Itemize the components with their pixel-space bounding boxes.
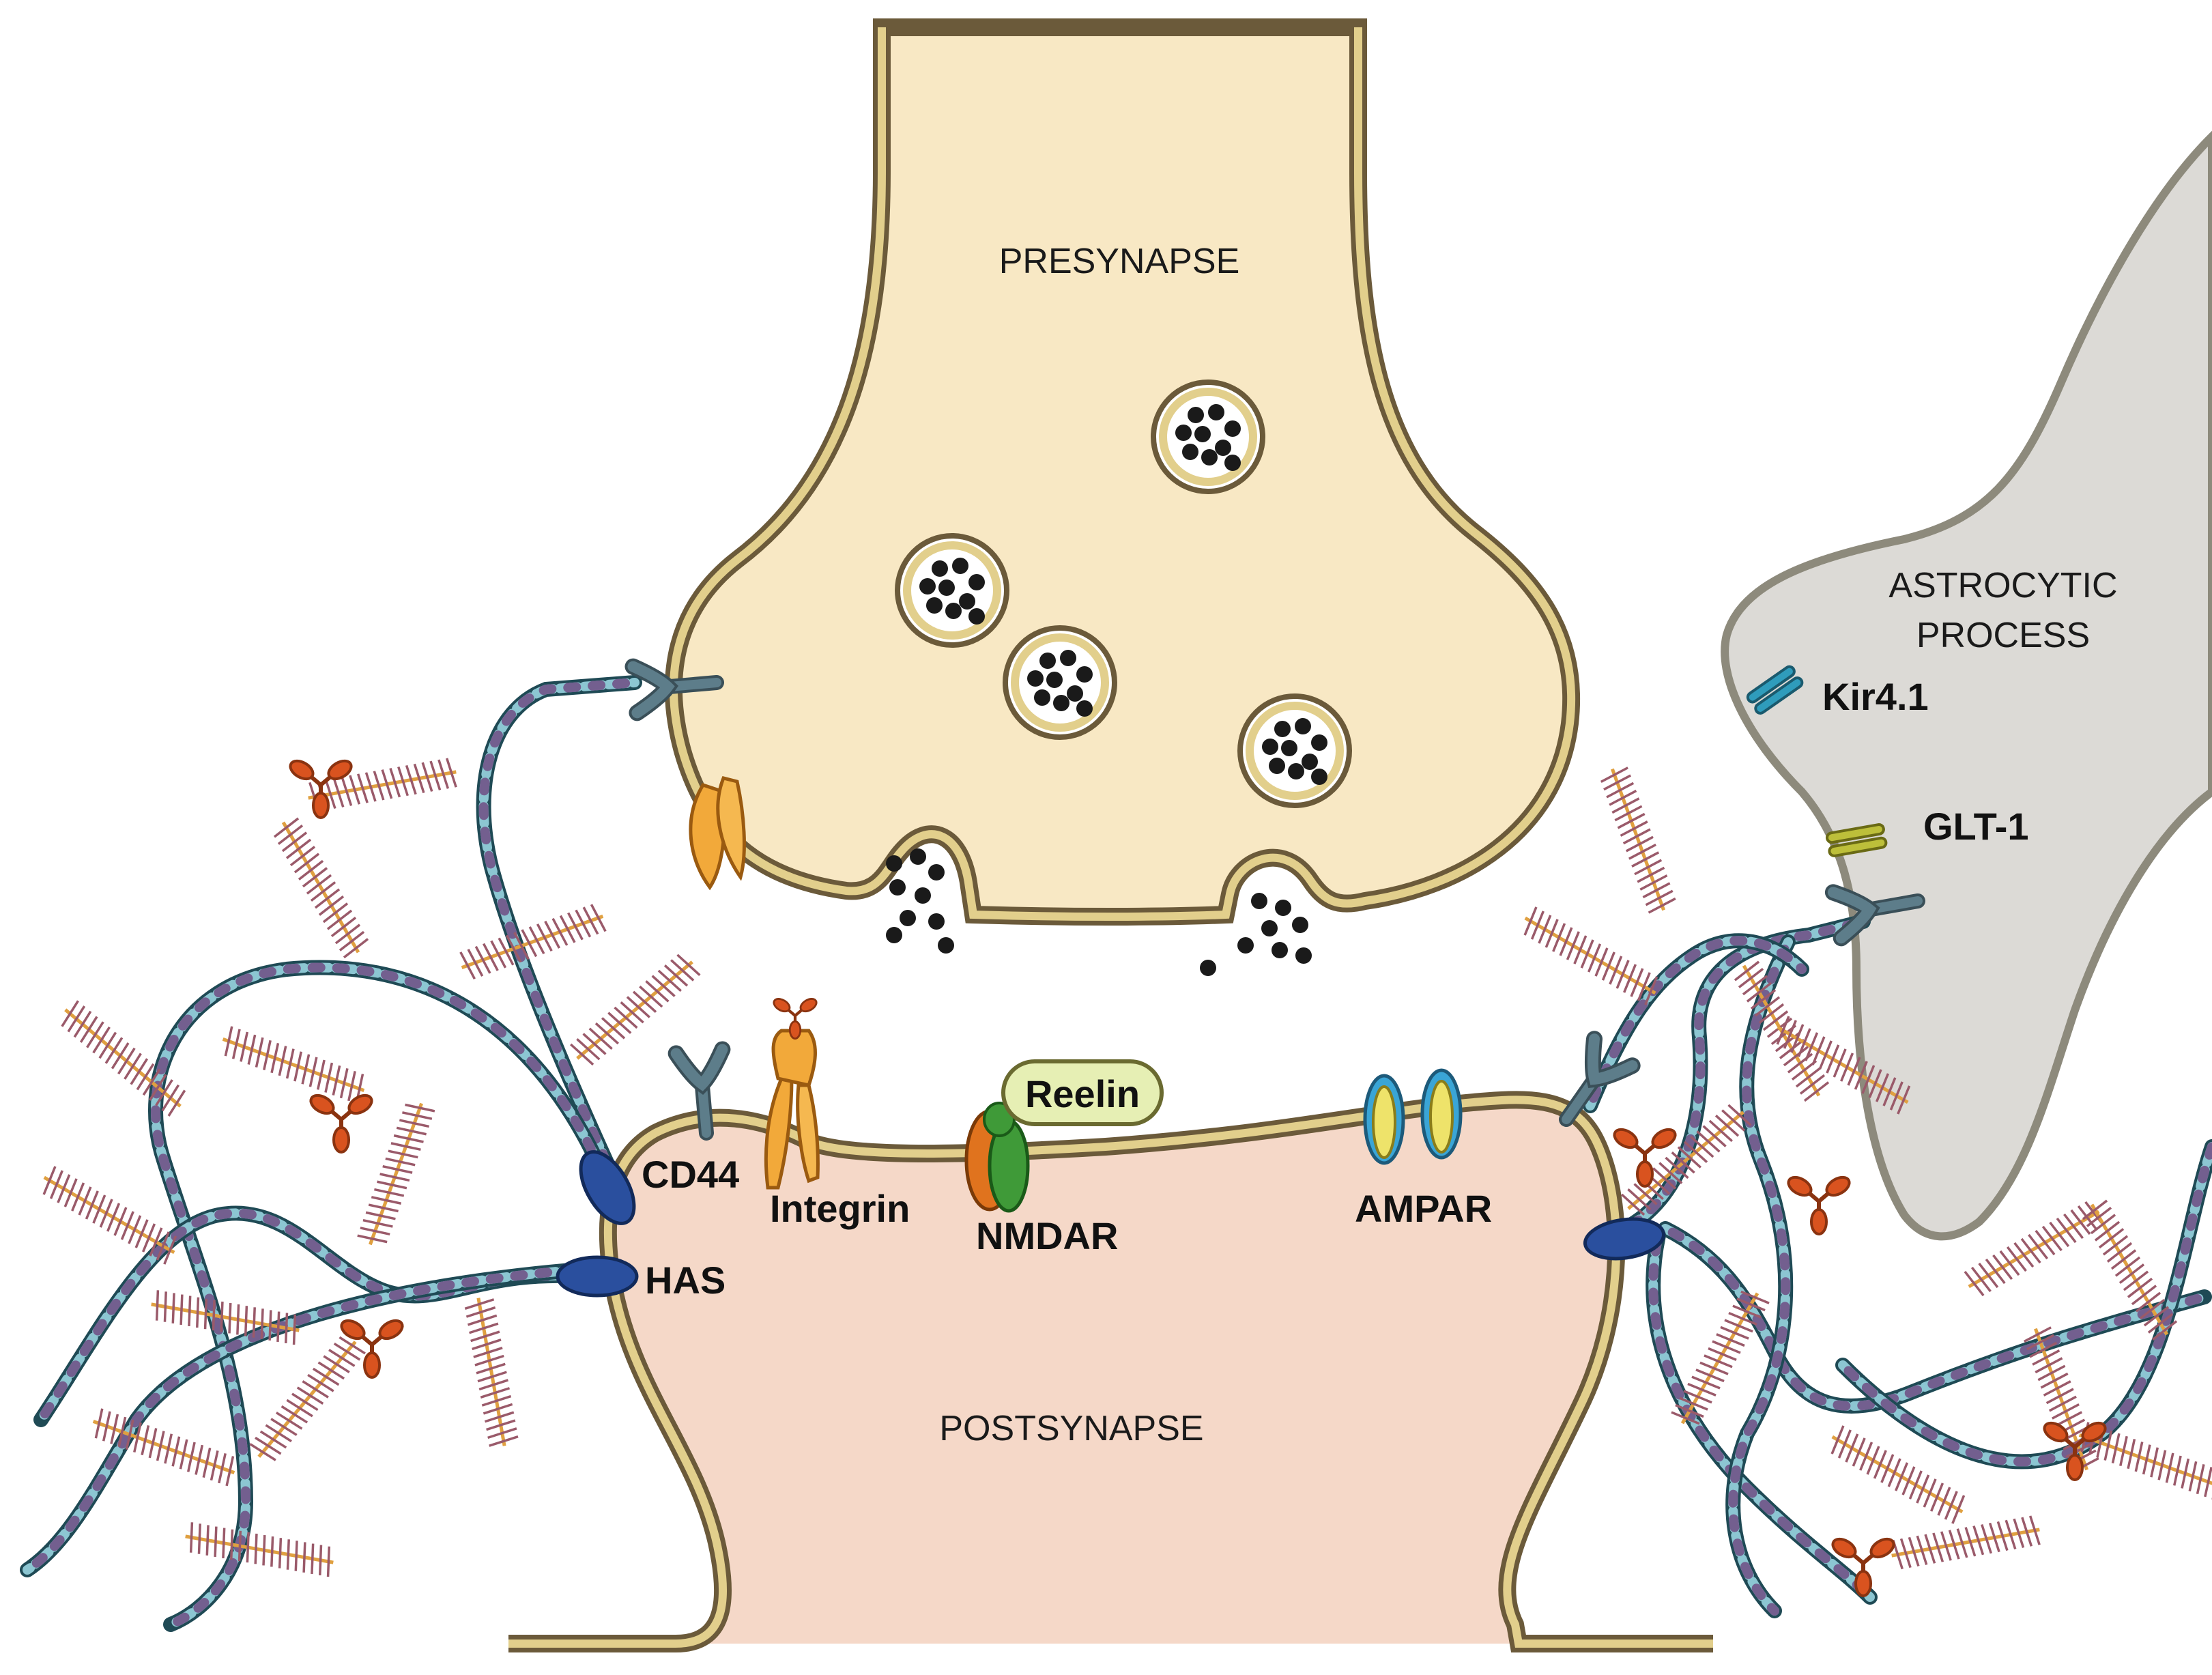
nmdar-receptor-icon [964,1102,1030,1213]
proteoglycan-bristle-icon [1889,1515,2042,1571]
synaptic-vesicle-icon [897,536,1007,645]
tenascin-trimer-icon [339,1317,405,1377]
proteoglycan-bristle-icon [37,1164,182,1265]
label-ampar: AMPAR [1355,1187,1492,1230]
label-has: HAS [645,1259,726,1302]
synaptic-vesicle-icon [1005,628,1115,737]
label-postsynapse: POSTSYNAPSE [939,1409,1203,1448]
label-integrin: Integrin [770,1187,910,1230]
tenascin-trimer-icon [308,1091,375,1152]
has-enzyme-icon [1583,1217,1666,1261]
hyaluronan-chains [20,675,2212,1632]
integrin-presynaptic-icon [689,776,746,891]
presynapse-membrane [670,27,1576,921]
label-astrocytic: ASTROCYTIC [1888,566,2117,605]
proteoglycan-bristle-icon [183,1521,336,1577]
tenascin-trimer-icon [1785,1173,1852,1234]
proteoglycan-bristle-icon [270,815,371,960]
released-neurotransmitter-left [886,848,954,954]
proteoglycan-bristle-icon [218,1025,369,1105]
label-cd44: CD44 [642,1153,739,1196]
proteoglycan-bristle-icon [356,1098,436,1250]
integrin-postsynaptic-icon [764,997,818,1190]
label-nmdar: NMDAR [976,1214,1118,1257]
proteoglycan-bristle-icon [247,1332,367,1467]
synaptic-vesicle-icon [1153,382,1263,491]
proteoglycan-bristle-icon [463,1295,519,1448]
presynapse-terminal [665,18,1581,926]
has-enzyme-icon [556,1255,639,1298]
reelin-badge [1001,1059,1164,1126]
kir41-channel-icon [1746,665,1804,715]
proteoglycan-bristle-icon [1619,1100,1753,1220]
proteoglycan-bristle-icon [1518,905,1663,1006]
label-glt1: GLT-1 [1923,805,2029,848]
ampar-receptor-icon [1365,1076,1403,1163]
synaptic-vesicle-icon [1240,696,1349,805]
label-reelin: Reelin [1025,1072,1140,1115]
glt1-transporter-icon [1825,823,1888,857]
released-neurotransmitter-right [1200,893,1312,976]
proteoglycan-bristle-icon [1598,764,1678,915]
label-process: PROCESS [1916,616,2090,655]
has-enzyme-icon [579,1150,636,1225]
label-kir41: Kir4.1 [1822,675,1929,718]
label-presynapse: PRESYNAPSE [999,242,1240,281]
ampar-receptor-icon [1422,1070,1461,1158]
